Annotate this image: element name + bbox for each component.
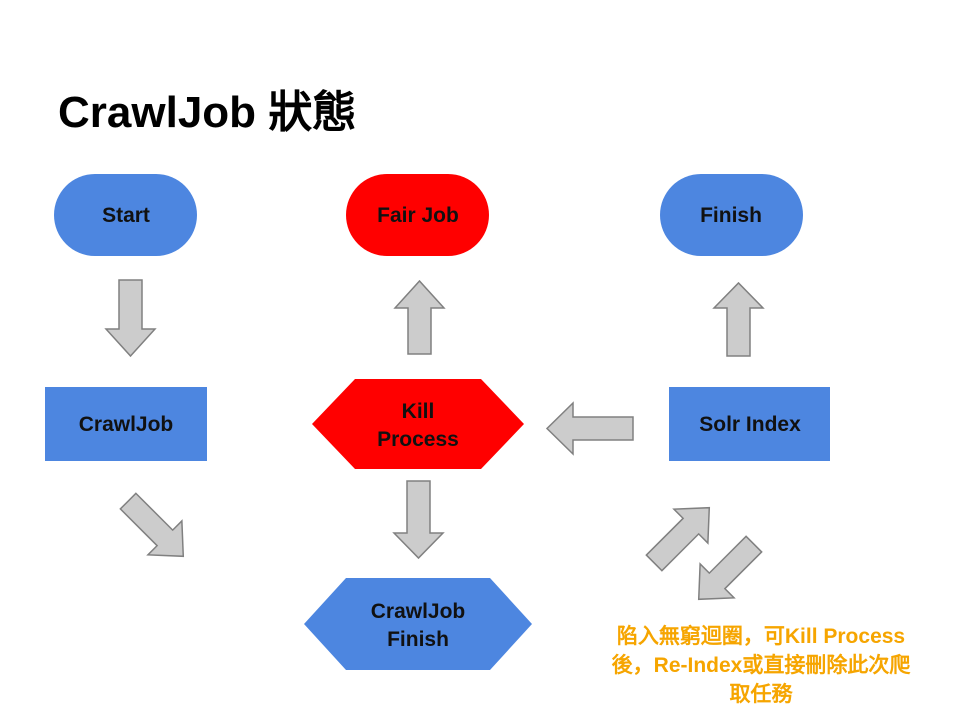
kill-process-shape <box>312 379 524 469</box>
crawljob-finish-label-line-2: Finish <box>387 628 449 651</box>
loop-note-line-3: 取任務 <box>729 683 793 706</box>
loop-note-line-2: 後，Re-Index或直接刪除此次爬 <box>611 654 911 677</box>
finish-shape <box>660 174 803 256</box>
arrow-kill-process-to-fair-job <box>393 279 446 355</box>
page-title: CrawlJob 狀態 <box>58 88 357 137</box>
crawljob-shape <box>45 387 207 461</box>
arrow-kill-process-to-crawljob-finish <box>392 480 445 560</box>
arrow-loop-down <box>697 535 763 601</box>
crawljob-finish-shape <box>304 578 532 670</box>
fair-job-shape <box>346 174 489 256</box>
arrow-solr-index-to-finish <box>712 281 765 357</box>
node-crawljob: CrawlJob <box>45 387 207 461</box>
node-crawljob-finish: CrawlJob Finish <box>304 578 532 670</box>
node-start: Start <box>54 174 197 256</box>
crawljob-label: CrawlJob <box>79 413 174 436</box>
kill-process-label-line-1: Kill <box>402 400 435 423</box>
solr-index-shape <box>669 387 830 461</box>
arrow-loop-up <box>645 506 711 572</box>
loop-note: 陷入無窮迴圈，可Kill Process 後，Re-Index或直接刪除此次爬 … <box>575 622 947 709</box>
start-shape <box>54 174 197 256</box>
fair-job-label: Fair Job <box>377 204 459 227</box>
arrow-solr-index-to-kill-process <box>545 401 634 456</box>
finish-label: Finish <box>700 204 762 227</box>
solr-index-label: Solr Index <box>699 413 801 436</box>
kill-process-label-line-2: Process <box>377 428 459 451</box>
node-fair-job: Fair Job <box>346 174 489 256</box>
node-solr-index: Solr Index <box>669 387 830 461</box>
arrow-start-to-crawljob <box>104 279 157 358</box>
node-kill-process: Kill Process <box>312 379 524 469</box>
crawljob-finish-label-line-1: CrawlJob <box>371 600 466 623</box>
loop-note-line-1: 陷入無窮迴圈，可Kill Process <box>616 625 906 648</box>
node-finish: Finish <box>660 174 803 256</box>
arrow-crawljob-to-crawljob-finish <box>119 492 185 558</box>
start-label: Start <box>102 204 150 227</box>
